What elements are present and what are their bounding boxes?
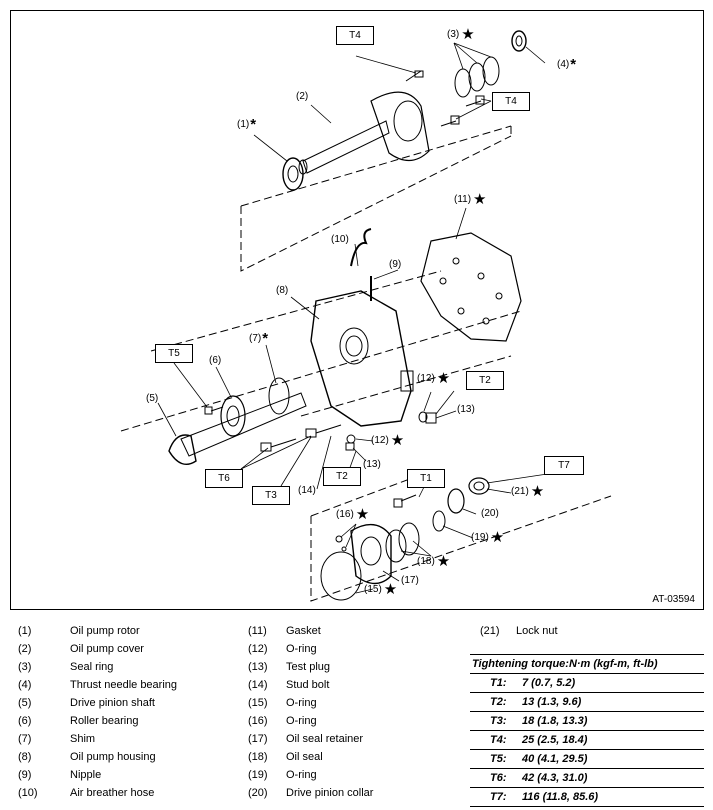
legend-item: (4)Thrust needle bearing: [18, 679, 178, 691]
callout-7: (7)*: [249, 330, 269, 347]
drive-pinion-shaft: [168, 392, 307, 465]
callout-8: (8): [276, 285, 289, 296]
legend-item: (21)Lock nut: [480, 625, 558, 637]
torque-table: Tightening torque:N·m (kgf-m, ft-lb) T1:…: [470, 654, 704, 807]
torque-box-t2-right: T2: [466, 371, 504, 390]
legend-column-1: (1)Oil pump rotor (2)Oil pump cover (3)S…: [18, 622, 177, 802]
callout-6: (6): [209, 355, 222, 366]
torque-box-t2-lower: T2: [323, 467, 361, 486]
legend-item: (16)O-ring: [248, 715, 317, 727]
legend-item: (6)Roller bearing: [18, 715, 139, 727]
callout-5: (5): [146, 393, 159, 404]
legend-item: (12)O-ring: [248, 643, 317, 655]
gasket: [420, 232, 522, 342]
legend-item: (9)Nipple: [18, 769, 102, 781]
torque-table-title: Tightening torque:N·m (kgf-m, ft-lb): [470, 654, 704, 674]
legend-item: (3)Seal ring: [18, 661, 114, 673]
torque-box-t3: T3: [252, 486, 290, 505]
callout-20: (20): [481, 508, 499, 519]
legend-item: (8)Oil pump housing: [18, 751, 156, 763]
legend-item: (13)Test plug: [248, 661, 331, 673]
callout-11: (11)★: [454, 191, 487, 208]
test-plug: [345, 411, 437, 451]
dashed-guides: [120, 125, 612, 602]
torque-row: T6:42 (4.3, 31.0): [470, 769, 704, 788]
legend-column-3: (21)Lock nut: [480, 622, 558, 640]
callout-19: (19)★: [471, 529, 505, 546]
torque-box-t4-top: T4: [336, 26, 374, 45]
torque-row: T5:40 (4.1, 29.5): [470, 750, 704, 769]
oil-seal-retainer-group: [320, 477, 490, 601]
oil-pump-cover-shaft: [298, 70, 485, 175]
exploded-diagram: (1)* (2) (3)★ (4)* (5) (6) (7)* (8) (9) …: [10, 10, 704, 610]
callout-18: (18)★: [417, 553, 451, 570]
torque-row: T3:18 (1.8, 13.3): [470, 712, 704, 731]
torque-row: T4:25 (2.5, 18.4): [470, 731, 704, 750]
legend-item: (20)Drive pinion collar: [248, 787, 374, 799]
torque-row: T1:7 (0.7, 5.2): [470, 674, 704, 693]
callout-12a: (12)★: [417, 370, 451, 387]
callout-15: (15)★: [364, 581, 398, 598]
torque-row: T2:13 (1.3, 9.6): [470, 693, 704, 712]
torque-box-t4-right: T4: [492, 92, 530, 111]
callout-13a: (13): [457, 404, 475, 415]
stud-bolts: [260, 424, 342, 452]
callout-16: (16)★: [336, 506, 370, 523]
callout-9: (9): [389, 259, 402, 270]
legend-item: (10)Air breather hose: [18, 787, 155, 799]
callout-2: (2): [296, 91, 309, 102]
legend-item: (15)O-ring: [248, 697, 317, 709]
figure-id: AT-03594: [652, 594, 695, 605]
torque-box-t6: T6: [205, 469, 243, 488]
callout-10: (10): [331, 234, 349, 245]
callout-17: (17): [401, 575, 419, 586]
callout-14: (14): [298, 485, 316, 496]
legend-item: (19)O-ring: [248, 769, 317, 781]
legend-item: (2)Oil pump cover: [18, 643, 144, 655]
breather-hose: [350, 228, 372, 301]
diagram-drawing: [120, 30, 612, 602]
callout-21: (21)★: [511, 483, 545, 500]
roller-bearing: [204, 377, 290, 437]
legend-item: (1)Oil pump rotor: [18, 625, 140, 637]
torque-box-t7: T7: [544, 456, 584, 475]
legend-item: (14)Stud bolt: [248, 679, 330, 691]
callout-4: (4)*: [557, 56, 577, 73]
legend-item: (18)Oil seal: [248, 751, 323, 763]
torque-row: T7:116 (11.8, 85.6): [470, 788, 704, 807]
callout-3: (3)★: [447, 26, 475, 43]
torque-box-t1: T1: [407, 469, 445, 488]
legend-item: (11)Gasket: [248, 625, 321, 637]
torque-box-t5: T5: [155, 344, 193, 363]
legend-column-2: (11)Gasket (12)O-ring (13)Test plug (14)…: [248, 622, 373, 802]
legend-item: (7)Shim: [18, 733, 96, 745]
legend-item: (17)Oil seal retainer: [248, 733, 364, 745]
oil-pump-rotor: [282, 157, 304, 191]
legend-item: (5)Drive pinion shaft: [18, 697, 155, 709]
callout-13b: (13): [363, 459, 381, 470]
oil-pump-housing: [310, 290, 414, 427]
callout-1: (1)*: [237, 116, 257, 133]
callout-12b: (12)★: [371, 432, 405, 449]
